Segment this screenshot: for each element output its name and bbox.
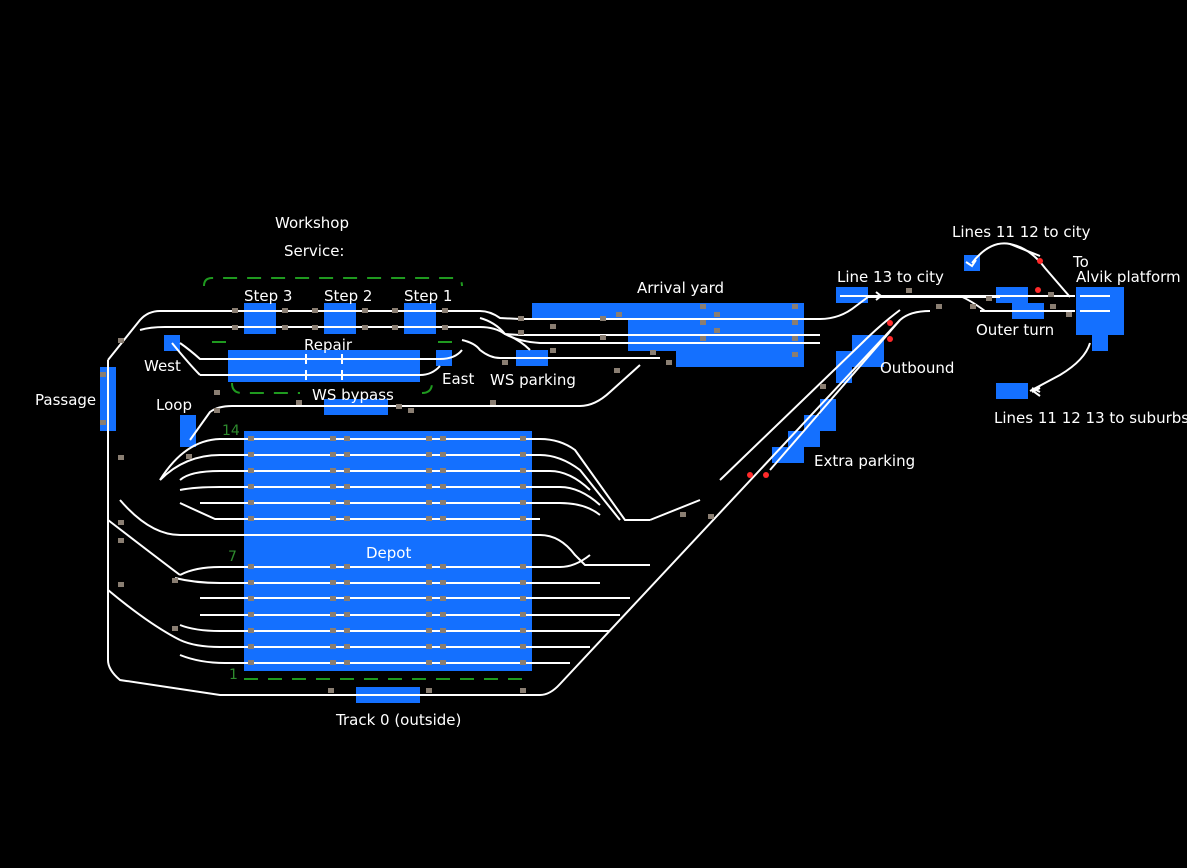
signal-lamp[interactable] [763, 472, 769, 478]
signals [747, 258, 1043, 478]
extra-parking-label: Extra parking [814, 452, 915, 470]
tracks [107, 242, 1091, 696]
workshop-label: Workshop [275, 214, 349, 232]
step3-block[interactable] [244, 303, 276, 334]
alvik-platform-tail-block[interactable] [1092, 335, 1108, 351]
loop-label: Loop [156, 396, 192, 414]
depot-switch-grid [248, 436, 526, 665]
repair-label: Repair [304, 336, 353, 354]
signal-lamp[interactable] [887, 336, 893, 342]
track0-label: Track 0 (outside) [335, 711, 461, 729]
outbound-block-2[interactable] [852, 335, 884, 367]
alvik-platform-label: Alvik platform [1076, 268, 1181, 286]
lines1112-to-city-label: Lines 11 12 to city [952, 223, 1091, 241]
to-label: To [1072, 253, 1089, 271]
east-label: East [442, 370, 474, 388]
depot-track-7-label: 7 [228, 549, 237, 565]
outer-turn-label: Outer turn [976, 321, 1054, 339]
depot-label: Depot [366, 544, 411, 562]
outbound-label: Outbound [880, 359, 954, 377]
workshop-boundaries [203, 277, 532, 680]
depot-track-14-label: 14 [222, 423, 240, 439]
ws-bypass-label: WS bypass [312, 386, 394, 404]
depot-track-1-label: 1 [229, 667, 238, 683]
step2-block[interactable] [324, 303, 356, 334]
west-label: West [144, 357, 181, 375]
step1-block[interactable] [404, 303, 436, 334]
line13-to-city-label: Line 13 to city [837, 268, 944, 286]
arrival-yard-label: Arrival yard [637, 279, 724, 297]
service-label: Service: [284, 242, 345, 260]
suburbs-label: Lines 11 12 13 to suburbs [994, 409, 1187, 427]
switch-markers [100, 288, 1072, 693]
passage-label: Passage [35, 391, 96, 409]
step1-label: Step 1 [404, 287, 452, 305]
suburbs-block[interactable] [996, 383, 1028, 399]
step2-label: Step 2 [324, 287, 372, 305]
step3-label: Step 3 [244, 287, 292, 305]
repair-block[interactable] [228, 350, 420, 382]
signal-lamp[interactable] [1035, 287, 1041, 293]
section-blocks [100, 255, 1124, 703]
arrival-yard-low-block[interactable] [676, 350, 804, 367]
loop-block[interactable] [180, 415, 196, 447]
signal-lamp[interactable] [747, 472, 753, 478]
labels: Workshop Service: Step 3 Step 2 Step 1 R… [35, 214, 1187, 729]
signal-lamp[interactable] [1037, 258, 1043, 264]
occupancy-markers [232, 295, 1110, 380]
ws-parking-label: WS parking [490, 371, 576, 389]
signal-lamp[interactable] [887, 320, 893, 326]
extra-parking-block-2[interactable] [804, 415, 820, 447]
